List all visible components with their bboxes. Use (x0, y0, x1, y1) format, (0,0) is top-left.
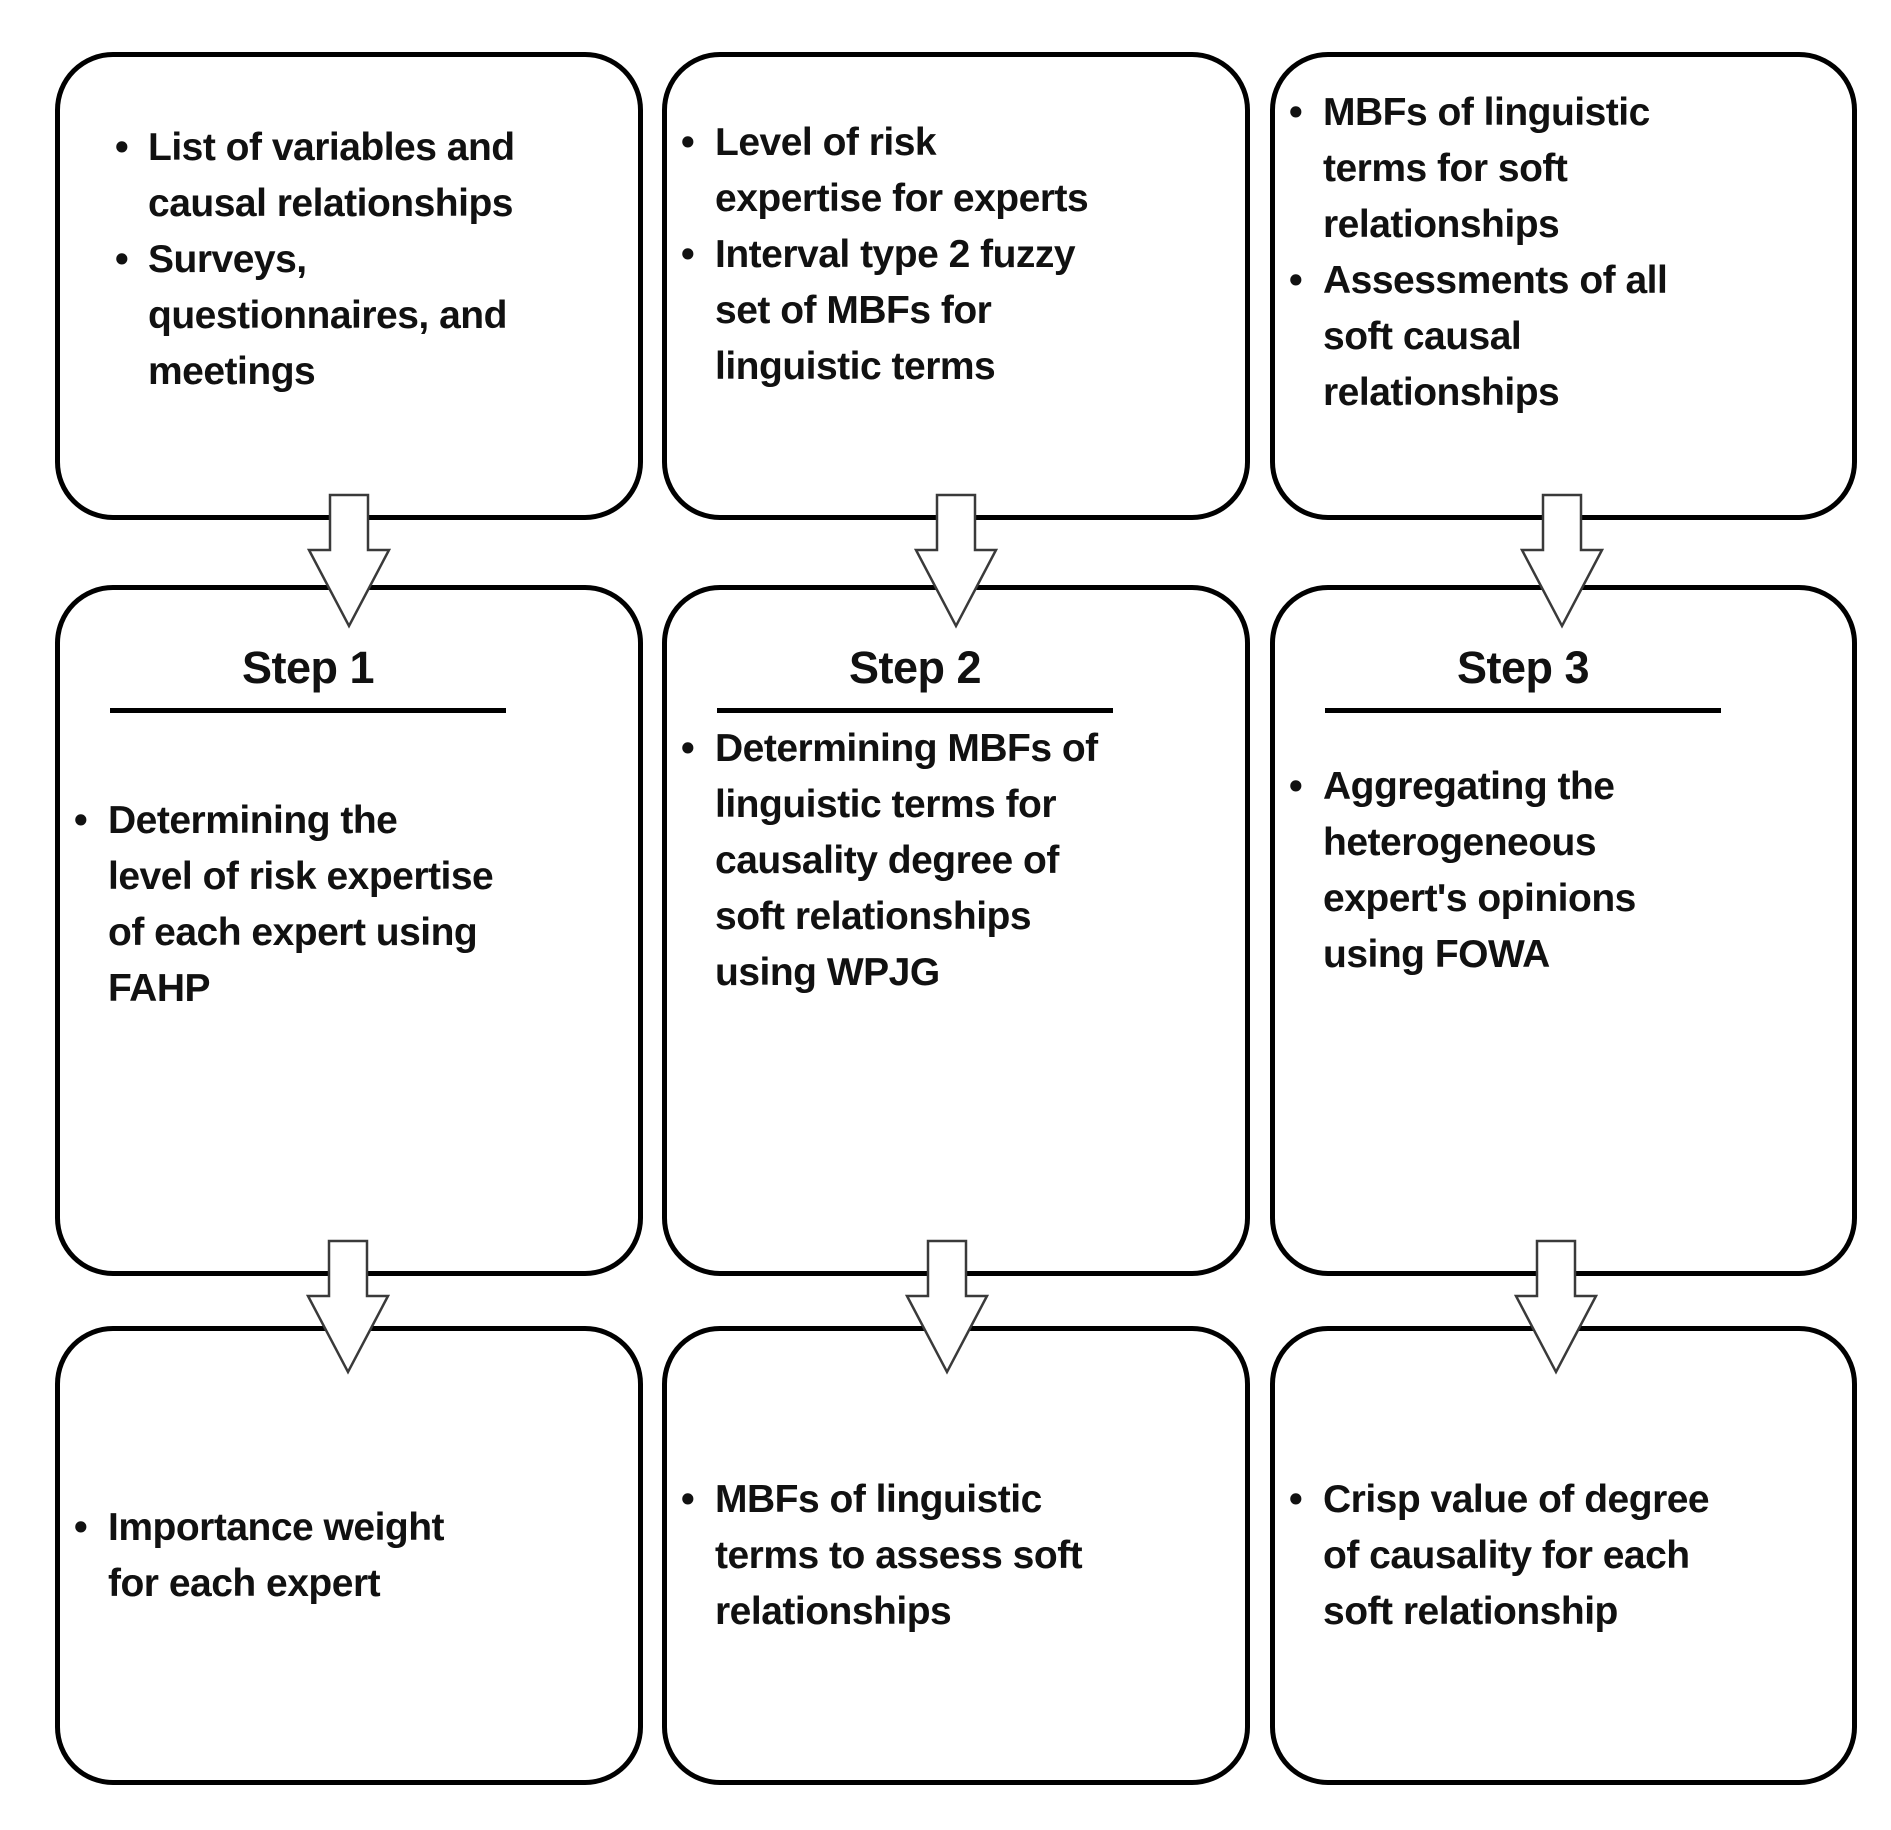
step-header: Step 2 (717, 642, 1113, 713)
output-box-col3: • Crisp value of degree of causality for… (1270, 1326, 1857, 1785)
bullet-item: • Surveys, questionnaires, and meetings (60, 232, 626, 400)
step-underline (717, 708, 1113, 713)
bullet-item: • MBFs of linguistic terms to assess sof… (667, 1472, 1245, 1640)
bullet-text: List of variables and causal relationshi… (148, 126, 515, 225)
step-title: Step 2 (848, 642, 982, 693)
step-title: Step 3 (1456, 642, 1590, 693)
bullet-text: Determining the level of risk expertise … (108, 799, 494, 1010)
bullet-list: • Determining the level of risk expertis… (60, 793, 638, 1017)
bullet-text: Assessments of all soft causal relations… (1323, 259, 1668, 414)
bullet-item: • Assessments of all soft causal relatio… (1275, 253, 1842, 421)
bullet-icon: • (681, 1477, 695, 1521)
bullet-item: • Determining MBFs of linguistic terms f… (667, 721, 1245, 1001)
bullet-icon: • (1289, 1477, 1303, 1521)
input-box-col2: • Level of risk expertise for experts • … (662, 52, 1250, 520)
step-header: Step 1 (110, 642, 506, 713)
bullet-icon: • (1289, 765, 1303, 808)
bullet-icon: • (74, 799, 88, 842)
bullet-text: MBFs of linguistic terms for soft relati… (1323, 91, 1650, 246)
step-box-3: Step 3 • Aggregating the heterogeneous e… (1270, 585, 1857, 1276)
bullet-text: Surveys, questionnaires, and meetings (148, 238, 507, 393)
bullet-list: • List of variables and causal relations… (60, 120, 626, 400)
output-box-col2: • MBFs of linguistic terms to assess sof… (662, 1326, 1250, 1785)
bullet-text: Determining MBFs of linguistic terms for… (715, 727, 1098, 994)
bullet-text: Aggregating the heterogeneous expert's o… (1323, 765, 1636, 976)
bullet-text: Level of risk expertise for experts (715, 121, 1089, 220)
bullet-icon: • (1289, 91, 1303, 134)
step-underline (110, 708, 506, 713)
bullet-icon: • (681, 727, 695, 770)
step-underline (1325, 708, 1721, 713)
bullet-text: Importance weight for each expert (108, 1505, 445, 1605)
bullet-icon: • (681, 121, 695, 164)
bullet-list: • MBFs of linguistic terms for soft rela… (1275, 85, 1842, 421)
bullet-item: • Interval type 2 fuzzy set of MBFs for … (667, 227, 1233, 395)
step-header: Step 3 (1325, 642, 1721, 713)
bullet-icon: • (681, 233, 695, 276)
bullet-text: Crisp value of degree of causality for e… (1323, 1477, 1710, 1633)
input-box-col1: • List of variables and causal relations… (55, 52, 643, 520)
bullet-item: • Crisp value of degree of causality for… (1275, 1472, 1852, 1640)
bullet-list: • MBFs of linguistic terms to assess sof… (667, 1472, 1245, 1640)
bullet-icon: • (74, 1505, 88, 1549)
bullet-list: • Aggregating the heterogeneous expert's… (1275, 759, 1852, 983)
output-box-col1: • Importance weight for each expert (55, 1326, 643, 1785)
bullet-item: • Aggregating the heterogeneous expert's… (1275, 759, 1852, 983)
step-box-1: Step 1 • Determining the level of risk e… (55, 585, 643, 1276)
input-box-col3: • MBFs of linguistic terms for soft rela… (1270, 52, 1857, 520)
bullet-list: • Crisp value of degree of causality for… (1275, 1472, 1852, 1640)
bullet-icon: • (1289, 259, 1303, 302)
bullet-list: • Level of risk expertise for experts • … (667, 115, 1233, 395)
bullet-item: • List of variables and causal relations… (60, 120, 626, 232)
bullet-list: • Importance weight for each expert (60, 1500, 638, 1612)
step-box-2: Step 2 • Determining MBFs of linguistic … (662, 585, 1250, 1276)
bullet-list: • Determining MBFs of linguistic terms f… (667, 721, 1245, 1001)
bullet-item: • Determining the level of risk expertis… (60, 793, 638, 1017)
bullet-icon: • (115, 126, 129, 169)
step-title: Step 1 (241, 642, 375, 693)
bullet-text: Interval type 2 fuzzy set of MBFs for li… (715, 233, 1076, 388)
bullet-text: MBFs of linguistic terms to assess soft … (715, 1477, 1083, 1633)
bullet-item: • Importance weight for each expert (60, 1500, 638, 1612)
bullet-icon: • (115, 238, 129, 281)
bullet-item: • MBFs of linguistic terms for soft rela… (1275, 85, 1842, 253)
bullet-item: • Level of risk expertise for experts (667, 115, 1233, 227)
